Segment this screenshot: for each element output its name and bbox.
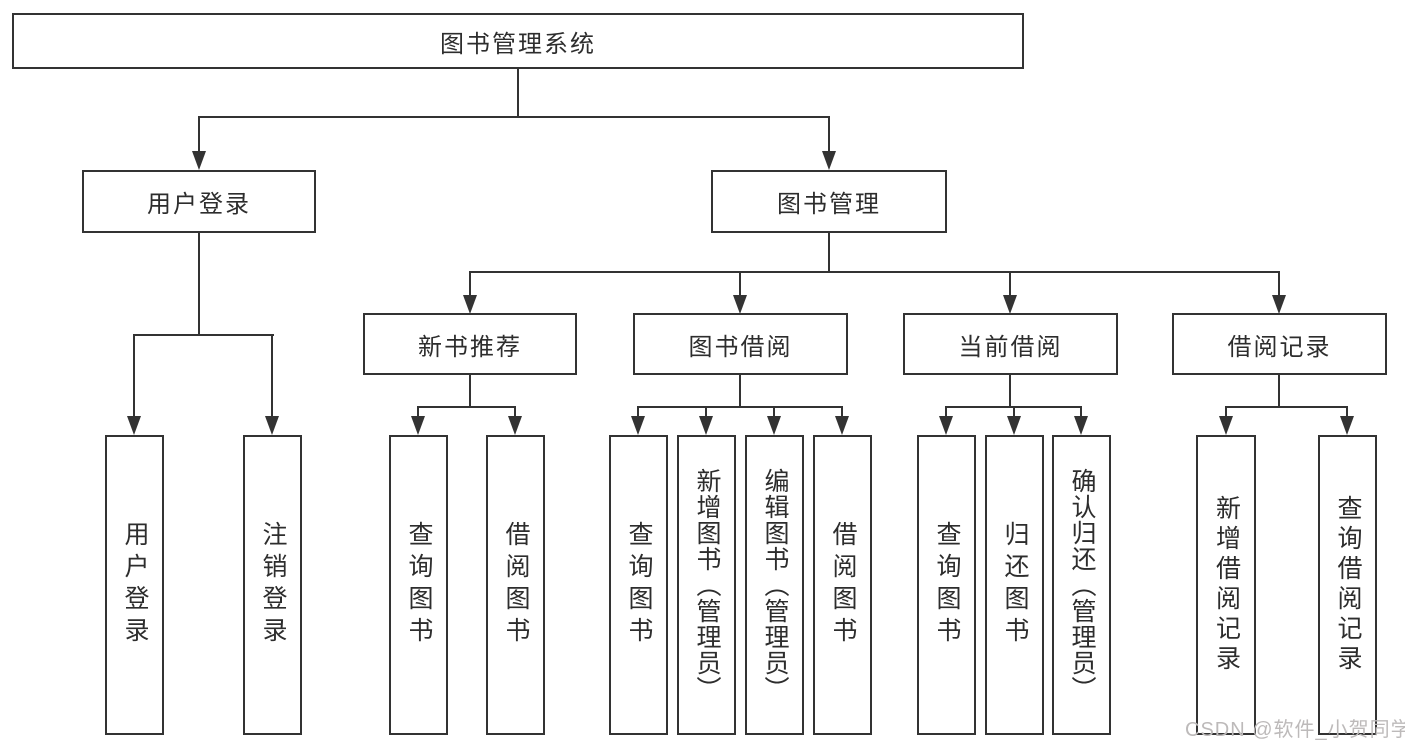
node-label: 借阅图书 bbox=[502, 521, 530, 649]
connector-line bbox=[828, 117, 830, 152]
leaf-query-borrow-record: 查询借阅记录 bbox=[1318, 435, 1377, 735]
node-library-management-system: 图书管理系统 bbox=[12, 13, 1024, 69]
connector-line bbox=[637, 406, 843, 408]
node-label: 新增借阅记录 bbox=[1212, 495, 1241, 675]
node-label: 借阅图书 bbox=[829, 521, 857, 649]
leaf-query-books-recommend: 查询图书 bbox=[389, 435, 448, 735]
connector-line bbox=[417, 407, 419, 417]
node-label: 查询借阅记录 bbox=[1334, 495, 1362, 675]
node-label: 归还图书 bbox=[1001, 521, 1029, 649]
leaf-edit-book-admin: 编辑图书（管理员） bbox=[745, 435, 804, 735]
leaf-confirm-return-admin: 确认归还（管理员） bbox=[1052, 435, 1111, 735]
arrow-down-icon bbox=[767, 416, 781, 435]
arrow-down-icon bbox=[631, 416, 645, 435]
node-label: 查询图书 bbox=[933, 521, 961, 649]
leaf-return-books: 归还图书 bbox=[985, 435, 1044, 735]
connector-line bbox=[133, 335, 135, 416]
arrow-down-icon bbox=[192, 151, 206, 170]
connector-line bbox=[1080, 407, 1082, 417]
node-label: 查询图书 bbox=[405, 521, 433, 649]
connector-line bbox=[945, 407, 947, 417]
leaf-borrow-books: 借阅图书 bbox=[813, 435, 872, 735]
csdn-watermark: CSDN @软件_小贺同学 bbox=[1185, 719, 1405, 741]
node-label: 注销登录 bbox=[259, 521, 287, 649]
arrow-down-icon bbox=[1007, 416, 1021, 435]
arrow-down-icon bbox=[733, 295, 747, 314]
node-label: 用户登录 bbox=[147, 191, 251, 218]
connector-line bbox=[417, 406, 516, 408]
node-borrowing-records: 借阅记录 bbox=[1172, 313, 1387, 375]
node-label: 查询图书 bbox=[625, 521, 653, 649]
connector-line bbox=[469, 375, 471, 407]
connector-line bbox=[514, 407, 516, 417]
arrow-down-icon bbox=[1003, 295, 1017, 314]
node-label: 图书管理 bbox=[777, 191, 881, 218]
arrow-down-icon bbox=[822, 151, 836, 170]
arrow-down-icon bbox=[411, 416, 425, 435]
node-book-borrowing: 图书借阅 bbox=[633, 313, 848, 375]
node-label: 新增图书（管理员） bbox=[693, 468, 721, 702]
node-current-borrowing: 当前借阅 bbox=[903, 313, 1118, 375]
connector-line bbox=[637, 407, 639, 417]
connector-line bbox=[1278, 272, 1280, 296]
node-label: 确认归还（管理员） bbox=[1068, 468, 1096, 702]
connector-line bbox=[1278, 375, 1280, 407]
node-label: 图书管理系统 bbox=[440, 30, 596, 58]
arrow-down-icon bbox=[127, 416, 141, 435]
node-label: 当前借阅 bbox=[958, 333, 1063, 361]
arrow-down-icon bbox=[835, 416, 849, 435]
connector-line bbox=[841, 407, 843, 417]
arrow-down-icon bbox=[508, 416, 522, 435]
leaf-add-borrow-record: 新增借阅记录 bbox=[1196, 435, 1256, 735]
connector-line bbox=[828, 233, 830, 272]
arrow-down-icon bbox=[463, 295, 477, 314]
arrow-down-icon bbox=[265, 416, 279, 435]
node-label: 借阅记录 bbox=[1227, 333, 1332, 361]
connector-line bbox=[133, 334, 274, 336]
node-user-login-group: 用户登录 bbox=[82, 170, 316, 233]
arrow-down-icon bbox=[1074, 416, 1088, 435]
leaf-query-books-borrowing: 查询图书 bbox=[609, 435, 668, 735]
leaf-add-book-admin: 新增图书（管理员） bbox=[677, 435, 736, 735]
connector-line bbox=[739, 272, 741, 296]
connector-line bbox=[773, 407, 775, 417]
connector-line bbox=[469, 271, 1280, 273]
connector-line bbox=[739, 375, 741, 407]
leaf-query-books-current: 查询图书 bbox=[917, 435, 976, 735]
node-new-book-recommendation: 新书推荐 bbox=[363, 313, 577, 375]
node-book-management: 图书管理 bbox=[711, 170, 947, 233]
connector-line bbox=[705, 407, 707, 417]
connector-line bbox=[198, 117, 200, 152]
arrow-down-icon bbox=[1219, 416, 1233, 435]
connector-line bbox=[1346, 407, 1348, 417]
arrow-down-icon bbox=[939, 416, 953, 435]
connector-line bbox=[1009, 272, 1011, 296]
arrow-down-icon bbox=[1340, 416, 1354, 435]
connector-line bbox=[198, 116, 830, 118]
node-label: 新书推荐 bbox=[418, 333, 522, 361]
leaf-logout-login: 注销登录 bbox=[243, 435, 302, 735]
arrow-down-icon bbox=[699, 416, 713, 435]
connector-line bbox=[1009, 375, 1011, 407]
connector-line bbox=[271, 335, 273, 416]
connector-line bbox=[1013, 407, 1015, 417]
leaf-borrow-books-recommend: 借阅图书 bbox=[486, 435, 545, 735]
arrow-down-icon bbox=[1272, 295, 1286, 314]
connector-line bbox=[469, 272, 471, 296]
connector-line bbox=[1225, 406, 1348, 408]
connector-line bbox=[198, 233, 200, 335]
node-label: 编辑图书（管理员） bbox=[761, 468, 789, 702]
connector-line bbox=[517, 69, 519, 117]
node-label: 图书借阅 bbox=[688, 333, 793, 361]
node-label: 用户登录 bbox=[121, 521, 149, 649]
connector-line bbox=[1225, 407, 1227, 417]
leaf-user-login: 用户登录 bbox=[105, 435, 164, 735]
